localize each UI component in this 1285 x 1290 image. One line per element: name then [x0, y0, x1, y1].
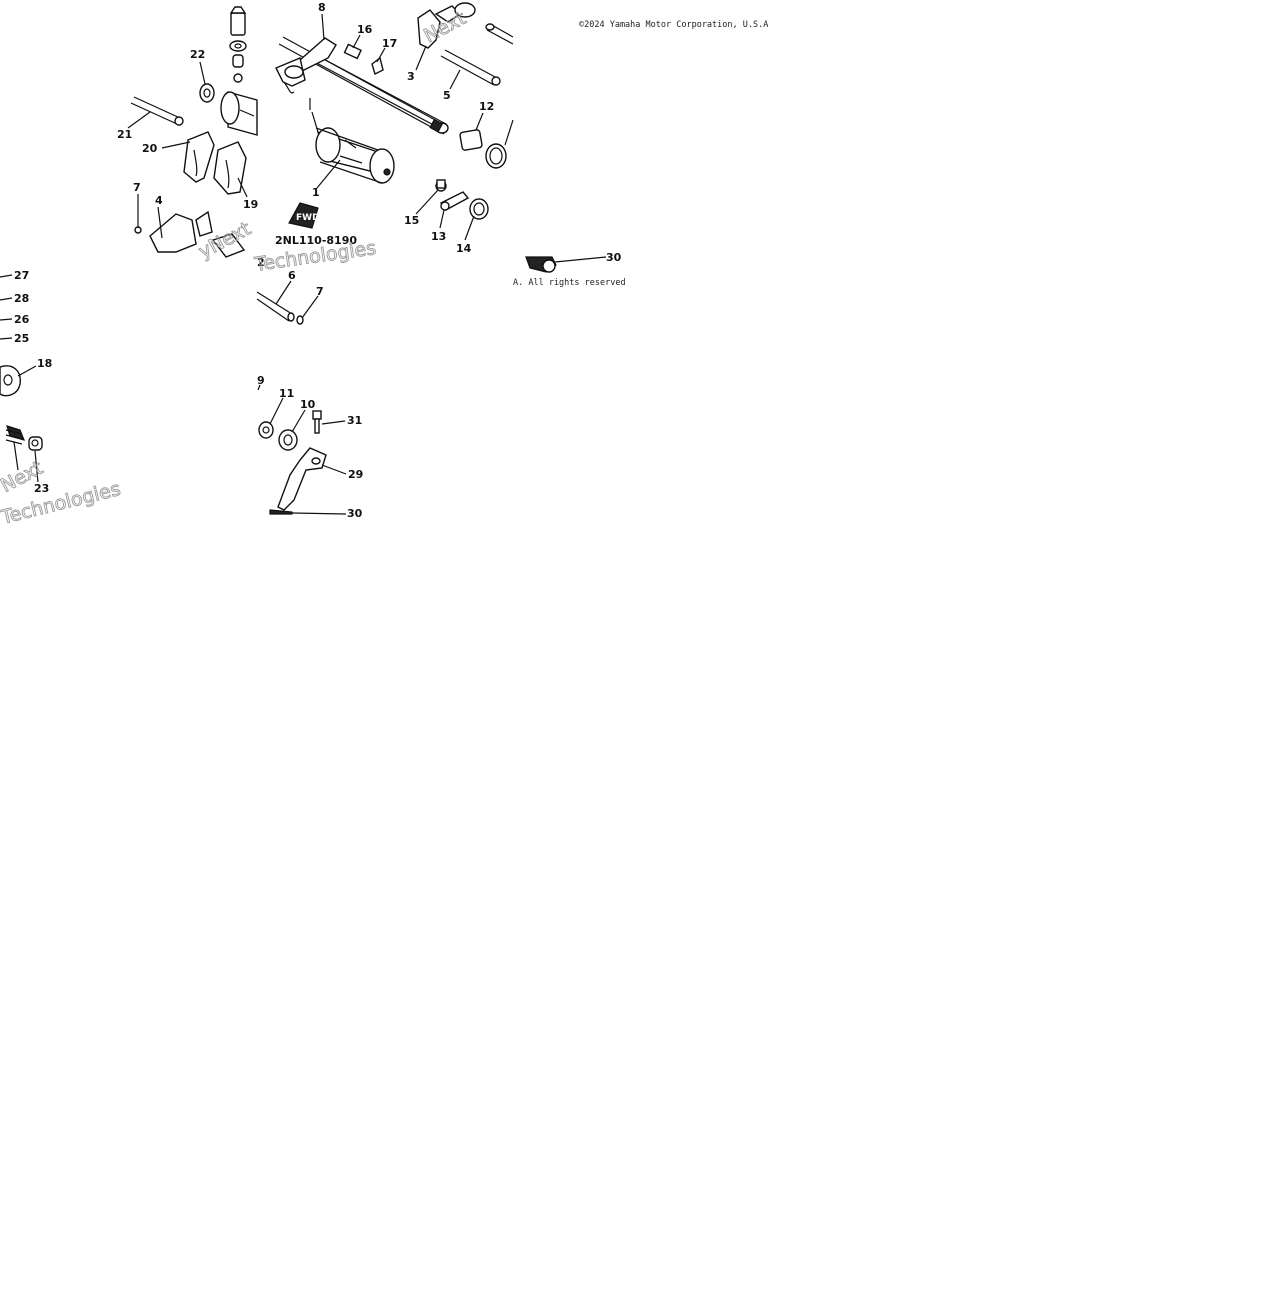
callout-7-top: 7 [133, 181, 141, 194]
callout-26: 26 [14, 313, 30, 326]
callout-30-top: 30 [606, 251, 622, 264]
pedal-parts-left [0, 365, 43, 451]
fwd-label: FWD [296, 213, 320, 223]
callout-15: 15 [404, 214, 419, 227]
watermarks: Next yNext Technologies Next Technologie… [0, 7, 470, 530]
part-code: 2NL110-8190 [275, 234, 357, 247]
callout-17: 17 [382, 37, 397, 50]
callout-9: 9 [257, 374, 265, 387]
callout-13: 13 [431, 230, 446, 243]
callout-31: 31 [347, 414, 362, 427]
callout-21: 21 [117, 128, 132, 141]
callout-16: 16 [357, 23, 373, 36]
callout-23: 23 [34, 482, 49, 495]
callout-6: 6 [288, 269, 296, 282]
callout-11: 11 [279, 387, 294, 400]
callout-25: 25 [14, 332, 29, 345]
callout-12: 12 [479, 100, 494, 113]
callout-14: 14 [456, 242, 472, 255]
callout-18: 18 [37, 357, 52, 370]
shift-assembly-main: FWD [275, 2, 514, 229]
callout-3: 3 [407, 70, 415, 83]
shift-pedal-assembly [256, 291, 327, 515]
shift-fork-cluster [130, 6, 258, 258]
callout-30-bottom: 30 [347, 507, 363, 520]
callout-29: 29 [348, 468, 363, 481]
callout-4: 4 [155, 194, 163, 207]
callout-5: 5 [443, 89, 451, 102]
copyright-top: ©2024 Yamaha Motor Corporation, U.S.A [579, 20, 768, 30]
callout-27: 27 [14, 269, 29, 282]
leader-lines [0, 13, 484, 515]
callout-7-mid: 7 [316, 285, 324, 298]
callout-20: 20 [142, 142, 158, 155]
callout-8: 8 [318, 1, 326, 14]
callouts: 8 16 17 3 5 12 22 21 20 19 1 7 4 15 13 1… [14, 1, 622, 520]
callout-22: 22 [190, 48, 205, 61]
callout-10: 10 [300, 398, 316, 411]
callout-1: 1 [312, 186, 320, 199]
copyright-bottom: A. All rights reserved [513, 278, 626, 288]
callout-28: 28 [14, 292, 29, 305]
pedal-rubber-top [525, 256, 607, 273]
callout-2: 2 [257, 256, 265, 269]
callout-19: 19 [243, 198, 258, 211]
